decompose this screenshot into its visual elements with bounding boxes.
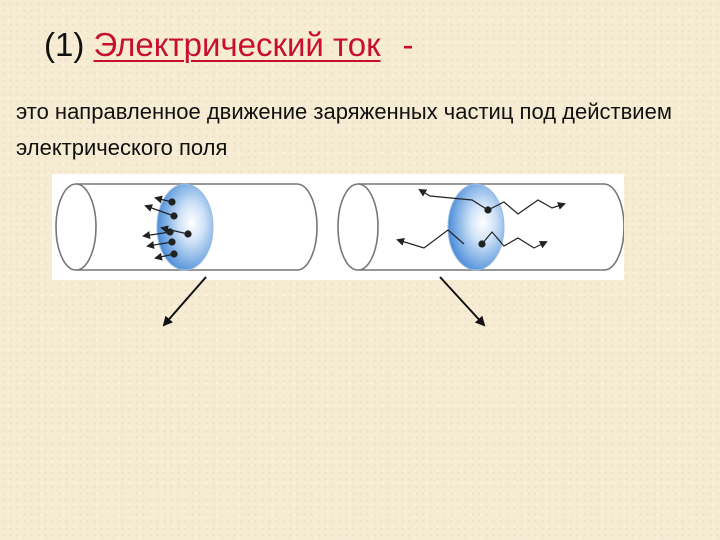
pointer-arrow-right xyxy=(439,276,486,327)
particles-directed xyxy=(142,195,192,261)
particles-chaotic xyxy=(396,188,566,249)
cross-section-right xyxy=(447,183,505,271)
cross-section-left xyxy=(156,183,214,271)
title-dash: - xyxy=(402,26,414,63)
pointer-arrow-left xyxy=(162,276,207,327)
conductor-right xyxy=(337,183,624,271)
title-term: Электрический ток xyxy=(93,26,381,63)
conductor-illustration xyxy=(52,174,624,280)
conductor-left xyxy=(55,183,318,271)
title-number: (1) xyxy=(44,26,85,63)
slide-title: (1) Электрический ток- xyxy=(44,26,414,64)
definition-text: это направленное движение заряженных час… xyxy=(16,99,672,160)
